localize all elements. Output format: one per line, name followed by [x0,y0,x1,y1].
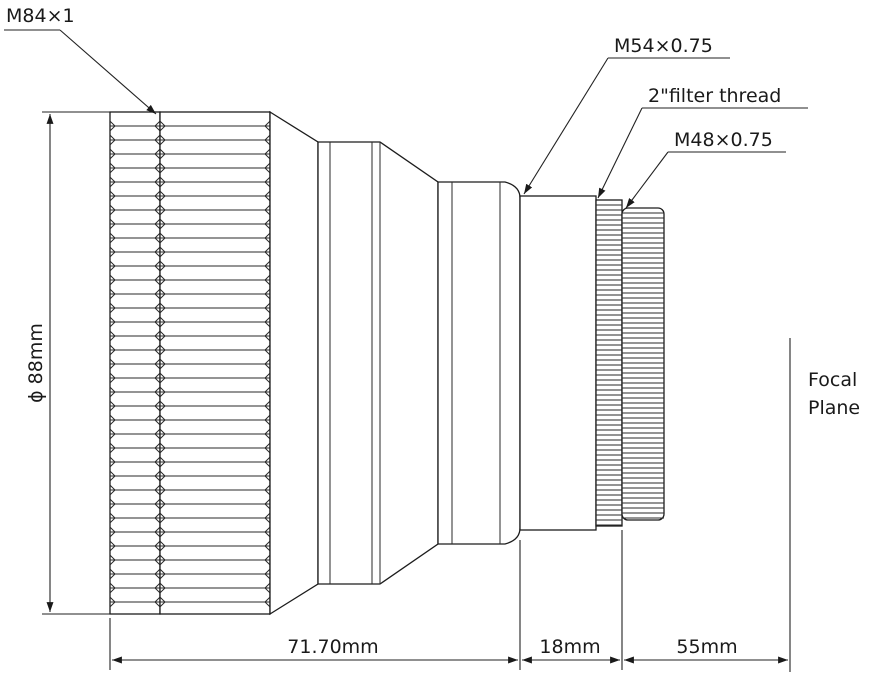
length-dimensions: 71.70mm 18mm 55mm [109,530,788,670]
body-length-label: 71.70mm [287,636,378,658]
adapter-length-label: 18mm [539,636,600,658]
rear-thread-label: M54×0.75 [614,35,713,57]
filter-thread-ring [595,199,623,527]
callouts: M84×1 M54×0.75 2"filter thread M48×0.75 [4,5,808,209]
tapered-section [269,110,521,616]
mount-thread-label: M48×0.75 [674,129,773,151]
front-knurled-ring [109,111,161,615]
focal-plane-line1: Focal [808,369,857,391]
diameter-dimension: ϕ 88mm [25,111,110,615]
filter-thread-label: 2"filter thread [648,85,781,107]
back-focus-label: 55mm [676,636,737,658]
mount-ring [621,207,665,521]
focal-plane-line2: Plane [808,397,860,419]
front-thread-label: M84×1 [6,5,75,27]
diameter-label: ϕ 88mm [25,323,47,403]
main-knurled-barrel [159,111,271,615]
adapter-tube [519,195,597,531]
focal-plane-label: Focal Plane [808,369,860,419]
